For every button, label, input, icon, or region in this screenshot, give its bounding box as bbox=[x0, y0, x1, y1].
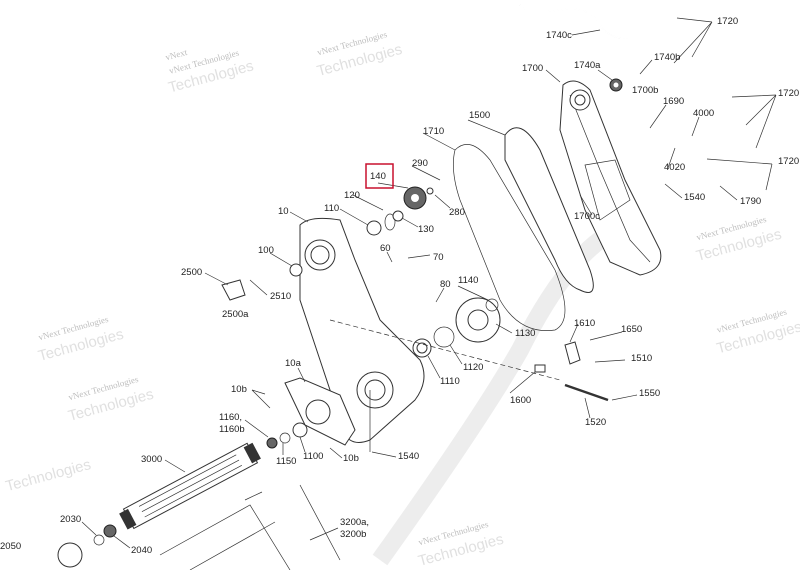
label-1120[interactable]: 1120 bbox=[463, 362, 483, 373]
label-4020[interactable]: 4020 bbox=[664, 162, 685, 173]
label-10b[interactable]: 10b bbox=[343, 453, 359, 464]
part-2500 bbox=[221, 279, 246, 301]
seal-1100 bbox=[292, 422, 308, 438]
label-2500[interactable]: 2500 bbox=[181, 267, 202, 278]
bearing-110 bbox=[366, 220, 382, 236]
label-1650[interactable]: 1650 bbox=[621, 324, 642, 335]
label-2040[interactable]: 2040 bbox=[131, 545, 152, 556]
label-60[interactable]: 60 bbox=[380, 243, 391, 254]
chain-3200 bbox=[159, 504, 291, 570]
label-1690[interactable]: 1690 bbox=[663, 96, 684, 107]
bearing bbox=[57, 542, 83, 568]
label-70[interactable]: 70 bbox=[433, 252, 444, 263]
washer-280 bbox=[426, 187, 434, 195]
ring-1120 bbox=[433, 326, 455, 348]
label-1700c[interactable]: 1700c bbox=[574, 211, 600, 222]
gasket-1710 bbox=[453, 144, 566, 331]
label-1740b[interactable]: 1740b bbox=[654, 52, 680, 63]
label-1100[interactable]: 1100 bbox=[303, 451, 323, 462]
label-1720[interactable]: 1720 bbox=[778, 156, 799, 167]
label-80[interactable]: 80 bbox=[440, 279, 451, 290]
label-1720[interactable]: 1720 bbox=[778, 88, 799, 99]
ring-2030 bbox=[93, 534, 105, 546]
label-1520[interactable]: 1520 bbox=[585, 417, 606, 428]
label-1130[interactable]: 1130 bbox=[515, 328, 535, 339]
label-120[interactable]: 120 bbox=[344, 190, 360, 201]
leader-lines bbox=[81, 17, 777, 549]
label-110[interactable]: 110 bbox=[324, 203, 339, 214]
ring-1140 bbox=[485, 298, 499, 312]
label-1740c[interactable]: 1740c bbox=[546, 30, 572, 41]
label-280[interactable]: 280 bbox=[449, 207, 465, 218]
label-1790[interactable]: 1790 bbox=[740, 196, 761, 207]
label-1610[interactable]: 1610 bbox=[574, 318, 595, 329]
label-130[interactable]: 130 bbox=[418, 224, 434, 235]
label-1700b[interactable]: 1700b bbox=[632, 85, 658, 96]
label-100[interactable]: 100 bbox=[258, 245, 274, 256]
label-140[interactable]: 140 bbox=[370, 171, 386, 182]
label-1540[interactable]: 1540 bbox=[684, 192, 705, 203]
label-1700[interactable]: 1700 bbox=[522, 63, 543, 74]
watermark: vNext bbox=[164, 47, 188, 62]
label-290[interactable]: 290 bbox=[412, 158, 428, 169]
chaincase-cover-1700 bbox=[559, 80, 662, 276]
label-1500[interactable]: 1500 bbox=[469, 110, 490, 121]
label-1160[interactable]: 1160, bbox=[219, 412, 242, 423]
ring-120 bbox=[384, 213, 396, 231]
label-1160b[interactable]: 1160b bbox=[219, 424, 245, 435]
label-1540[interactable]: 1540 bbox=[398, 451, 419, 462]
rod-1520 bbox=[564, 383, 609, 402]
watermark: Technologies bbox=[4, 456, 93, 495]
label-1600[interactable]: 1600 bbox=[510, 395, 531, 406]
washer-130 bbox=[392, 210, 404, 222]
label-3200a[interactable]: 3200a, bbox=[340, 517, 369, 528]
label-1110[interactable]: 1110 bbox=[440, 376, 460, 387]
label-1740a[interactable]: 1740a bbox=[574, 60, 601, 71]
label-10[interactable]: 10 bbox=[278, 206, 289, 217]
knob-1610 bbox=[564, 341, 581, 365]
label-10a[interactable]: 10a bbox=[285, 358, 302, 369]
label-4000[interactable]: 4000 bbox=[693, 108, 714, 119]
ring-1150 bbox=[279, 432, 291, 444]
label-2500a[interactable]: 2500a bbox=[222, 309, 249, 320]
part-1600 bbox=[534, 364, 546, 373]
bearing-1160 bbox=[266, 437, 278, 449]
chain-1500 bbox=[504, 127, 594, 293]
label-2030[interactable]: 2030 bbox=[60, 514, 81, 525]
label-1140[interactable]: 1140 bbox=[458, 275, 478, 286]
part-labels: 1720 1740c 1740b 1740a 1700 1700b 1690 1… bbox=[0, 16, 799, 556]
label-3000[interactable]: 3000 bbox=[141, 454, 162, 465]
label-1510[interactable]: 1510 bbox=[631, 353, 652, 364]
label-1550[interactable]: 1550 bbox=[639, 388, 660, 399]
label-10b[interactable]: 10b bbox=[231, 384, 247, 395]
highlight-box-140 bbox=[365, 163, 394, 189]
label-1720[interactable]: 1720 bbox=[717, 16, 738, 27]
sprocket-2040 bbox=[103, 524, 117, 538]
shaft-3000 bbox=[119, 442, 261, 530]
label-1710[interactable]: 1710 bbox=[423, 126, 444, 137]
hose-1740c bbox=[519, 4, 637, 60]
seal-100 bbox=[289, 263, 303, 277]
label-1150[interactable]: 1150 bbox=[276, 456, 296, 467]
label-3200b[interactable]: 3200b bbox=[340, 529, 366, 540]
label-2050[interactable]: 2050 bbox=[0, 541, 21, 552]
label-2510[interactable]: 2510 bbox=[270, 291, 291, 302]
